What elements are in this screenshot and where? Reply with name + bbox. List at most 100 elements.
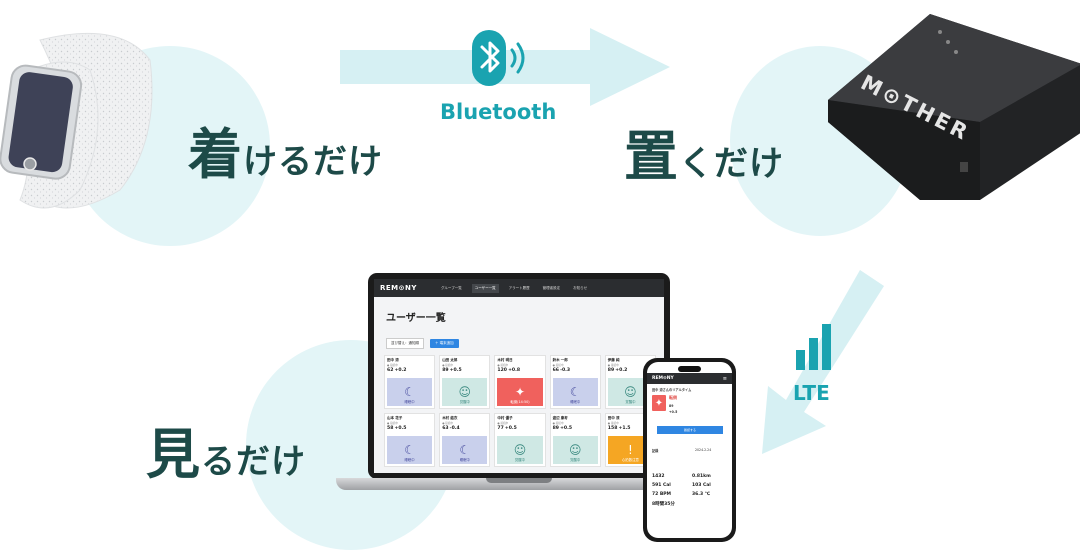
confirm-button[interactable]: 確認する — [657, 426, 723, 434]
temp-delta: +0.5 — [449, 368, 462, 373]
phone-navbar: REM⊙NY ≡ — [647, 373, 732, 384]
connection-status: ● 接続中 — [607, 422, 619, 425]
dashboard-navbar: REM⊙NY グループ一覧 ユーザー一覧 アラート履歴 管理者設定 お知らせ — [374, 279, 664, 297]
laptop: REM⊙NY グループ一覧 ユーザー一覧 アラート履歴 管理者設定 お知らせ ユ… — [336, 270, 702, 494]
status-panel: ☾睡眠中 — [387, 436, 433, 464]
hamburger-icon[interactable]: ≡ — [722, 375, 727, 382]
bluetooth-label: Bluetooth — [440, 100, 557, 124]
heart-rate: 58 — [387, 426, 394, 431]
nav-news[interactable]: お知らせ — [573, 285, 588, 290]
phone-stat-value: 72 BPM — [652, 492, 672, 497]
status-panel: ✦転倒(14:50) — [497, 378, 543, 406]
phone-date[interactable]: 2024.2.24 — [695, 448, 712, 452]
dashboard-controls: 並び替え：通知順 ＋ 端末追加 — [374, 324, 664, 349]
dashboard-logo: REM⊙NY — [380, 284, 417, 292]
status-panel: ☺覚醒中 — [552, 436, 598, 464]
phone-stat: 1432 — [652, 474, 688, 479]
add-device-button[interactable]: ＋ 端末追加 — [430, 339, 459, 348]
temp-delta: +1.5 — [618, 426, 631, 431]
fall-icon: ✦ — [514, 385, 526, 399]
temp-delta: +0.2 — [615, 368, 628, 373]
status-label: 心拍数注意 — [621, 458, 639, 462]
awake-icon: ☺ — [624, 385, 637, 399]
heart-rate: 63 — [442, 426, 449, 431]
heart-rate: 120 — [497, 368, 507, 373]
phone-temp-value: +0.5 — [669, 410, 678, 414]
phone-stat: 103 Cal — [692, 483, 728, 488]
phone-temp: +0.5 — [669, 410, 677, 414]
nav-users[interactable]: ユーザー一覧 — [471, 283, 499, 293]
mother-hub-device — [828, 14, 1080, 200]
vitals: 62 +0.2 — [385, 367, 434, 374]
user-name: 伊藤 純 — [607, 358, 620, 362]
user-name: 山本 花子 — [387, 416, 403, 420]
status-label: 覚醒中 — [625, 400, 636, 404]
heart-rate: 158 — [607, 426, 618, 431]
user-name: 渡辺 康考 — [552, 416, 568, 420]
status-panel: ☺覚醒中 — [497, 436, 543, 464]
connection-status: ● 接続中 — [497, 422, 509, 425]
nav-groups[interactable]: グループ一覧 — [440, 285, 462, 290]
caption-place-rest: くだけ — [679, 144, 784, 184]
vitals: 89 +0.2 — [606, 367, 655, 374]
status-label: 睡眠中 — [570, 400, 581, 404]
caption-view: 見るだけ — [146, 410, 306, 489]
status-label: 睡眠中 — [404, 400, 415, 404]
user-name: 木村 結衣 — [442, 416, 458, 420]
caption-place-kanji: 置 — [624, 125, 679, 188]
status-label: 覚醒中 — [570, 458, 581, 462]
sort-select[interactable]: 並び替え：通知順 — [386, 338, 424, 349]
phone-stat-value: 103 Cal — [692, 483, 711, 488]
vitals: 158 +1.5 — [606, 425, 655, 432]
caption-wear-rest: けるだけ — [243, 142, 383, 182]
status-panel: ☾睡眠中 — [387, 378, 433, 406]
sleep-icon: ☾ — [569, 385, 581, 399]
temp-delta: +0.2 — [394, 368, 407, 373]
status-panel: ☾睡眠中 — [552, 378, 598, 406]
heart-rate: 89 — [442, 368, 449, 373]
phone-stat: 72 BPM — [652, 492, 688, 497]
temp-delta: +0.5 — [560, 426, 573, 431]
temp-delta: +0.8 — [508, 368, 521, 373]
nav-admin[interactable]: 管理者設定 — [542, 285, 561, 290]
lte-label: LTE — [793, 381, 830, 405]
user-name: 鈴木 一郎 — [552, 358, 568, 362]
status-panel: ☾睡眠中 — [442, 436, 488, 464]
status-label: 覚醒中 — [514, 458, 526, 462]
caption-view-kanji: 見 — [146, 423, 201, 486]
connection-status: ● 接続中 — [387, 422, 398, 425]
heart-rate: 89 — [552, 426, 559, 431]
vitals: 66 -0.3 — [551, 367, 600, 374]
phone-hr: 89 — [669, 404, 673, 408]
phone-stat-value: 1432 — [652, 474, 665, 479]
caption-wear: 着けるだけ — [188, 110, 383, 189]
bluetooth-icon — [472, 30, 525, 86]
phone-alert-label: 転倒 — [669, 395, 677, 400]
user-name: 中村 優子 — [497, 416, 513, 420]
caption-place: 置くだけ — [624, 112, 784, 191]
smartphone: REM⊙NY ≡ 田中 涼さんのリアルタイム ✦ 転倒 89 +0.5 確認する… — [643, 358, 736, 542]
page-title: ユーザー一覧 — [386, 313, 446, 324]
phone-logo: REM⊙NY — [652, 376, 674, 381]
status-label: 覚醒中 — [459, 400, 470, 404]
vitals: 120 +0.8 — [495, 367, 544, 374]
phone-stat-value: 0.81km — [692, 474, 711, 479]
phone-stat: 8時間35分 — [652, 501, 688, 507]
nav-alerts[interactable]: アラート履歴 — [508, 285, 530, 290]
phone-hr-value: 89 — [669, 404, 674, 408]
phone-stat: 0.81km — [692, 474, 728, 479]
temp-delta: -0.4 — [449, 426, 460, 431]
phone-stat-value: 591 Cal — [652, 483, 671, 488]
phone-screen: REM⊙NY ≡ 田中 涼さんのリアルタイム ✦ 転倒 89 +0.5 確認する… — [647, 362, 732, 538]
user-name: 山田 太郎 — [442, 358, 458, 362]
connection-status: ● 接続中 — [607, 364, 619, 367]
